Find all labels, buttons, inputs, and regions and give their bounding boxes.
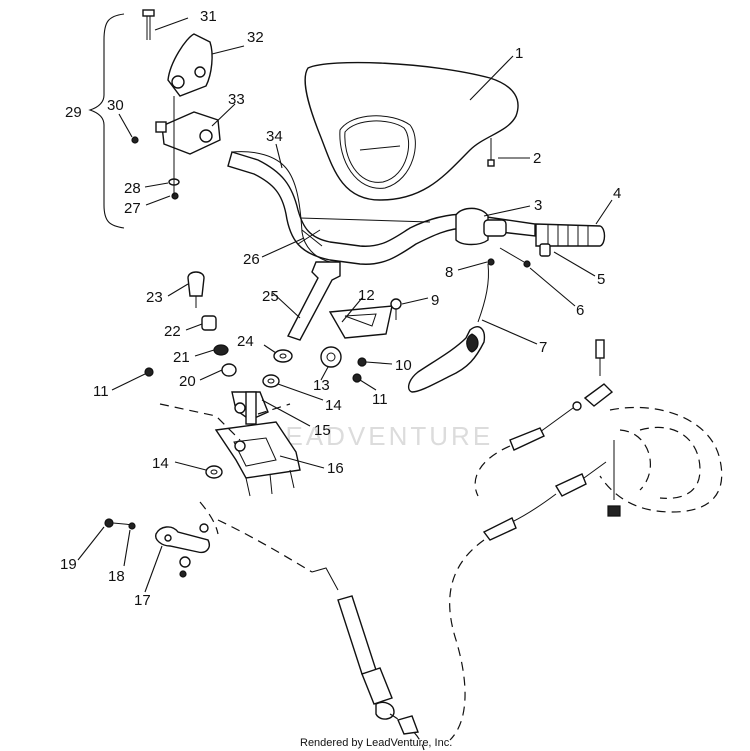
choke-bolt — [595, 339, 605, 376]
linkage-bracket — [155, 523, 210, 554]
linkage-bolt — [104, 518, 135, 528]
tie-rod-end — [187, 271, 205, 308]
steering-arm — [231, 391, 269, 425]
callout-31: 31 — [200, 8, 217, 25]
callout-32: 32 — [247, 29, 264, 46]
center-dash-link — [159, 403, 241, 441]
callout-14-upper: 14 — [325, 397, 342, 414]
cover-nut — [357, 357, 367, 367]
callout-30: 30 — [107, 97, 124, 114]
callout-14-lower: 14 — [152, 455, 169, 472]
callout-8: 8 — [445, 264, 453, 281]
grip-end-plug — [539, 243, 551, 257]
throttle-cover — [167, 33, 213, 97]
callout-7: 7 — [539, 339, 547, 356]
callout-26: 26 — [243, 251, 260, 268]
throttle-block — [155, 111, 221, 155]
callout-17: 17 — [134, 592, 151, 609]
spacer — [201, 315, 217, 331]
callout-5: 5 — [597, 271, 605, 288]
cable-lower — [449, 461, 607, 741]
callout-3: 3 — [534, 197, 542, 214]
callout-1: 1 — [515, 45, 523, 62]
carburetor-housing — [599, 406, 723, 513]
callout-20: 20 — [179, 373, 196, 390]
callout-28: 28 — [124, 180, 141, 197]
callout-2: 2 — [533, 150, 541, 167]
callout-25: 25 — [262, 288, 279, 305]
callout-18: 18 — [108, 568, 125, 585]
block-nut — [171, 192, 179, 200]
housing-screw — [499, 247, 531, 268]
cover-washer — [352, 373, 362, 383]
linkage-washer — [128, 522, 136, 530]
handlebar — [227, 151, 536, 265]
handlebar-pad — [304, 61, 519, 201]
callout-11-right: 11 — [372, 391, 388, 408]
callout-21: 21 — [173, 349, 190, 366]
cable-clamp — [297, 229, 323, 247]
callout-23: 23 — [146, 289, 163, 306]
steering-bracket — [214, 421, 301, 497]
callout-15: 15 — [314, 422, 331, 439]
callout-22: 22 — [164, 323, 181, 340]
callout-10: 10 — [395, 357, 412, 374]
callout-19: 19 — [60, 556, 77, 573]
pad-screw — [487, 138, 495, 167]
callout-34: 34 — [266, 128, 283, 145]
callout-6: 6 — [576, 302, 584, 319]
cover-screw — [390, 298, 402, 320]
handlebar-grip — [535, 223, 606, 247]
callout-4: 4 — [613, 185, 621, 202]
callout-24: 24 — [237, 333, 254, 350]
steering-post — [287, 261, 341, 341]
callout-29: 29 — [65, 104, 82, 121]
switch-housing — [455, 207, 507, 246]
bracket-nut — [144, 367, 154, 377]
callout-16: 16 — [327, 460, 344, 477]
callout-9: 9 — [431, 292, 439, 309]
throttle-lever — [407, 263, 489, 393]
post-washer — [273, 349, 293, 363]
steering-bushing — [320, 346, 342, 368]
callout-11-left: 11 — [93, 383, 109, 400]
steering-cover — [328, 305, 393, 339]
group-bracket — [88, 13, 125, 229]
cable-upper — [474, 383, 614, 497]
rendered-by-credit: Rendered by LeadVenture, Inc. — [300, 737, 452, 749]
callout-labels: 1 2 3 4 5 6 7 8 9 10 11 11 12 13 14 14 1… — [60, 8, 621, 609]
cover-pin — [142, 9, 155, 40]
carb-nut — [607, 440, 621, 517]
lock-nut — [221, 363, 237, 377]
throttle-fastener — [487, 258, 495, 266]
linkage-nuts — [179, 556, 191, 578]
callout-12: 12 — [358, 287, 375, 304]
callout-13: 13 — [313, 377, 330, 394]
jam-nut — [213, 344, 229, 356]
watermark-text: LEADVENTURE — [268, 421, 493, 451]
brake-cable — [199, 501, 425, 751]
leader-lines — [77, 17, 613, 593]
callout-27: 27 — [124, 200, 141, 217]
lower-bearing — [205, 465, 223, 479]
upper-bearing — [262, 374, 280, 388]
throttle-cable — [231, 151, 331, 263]
center-dash-link-2 — [257, 403, 291, 415]
callout-33: 33 — [228, 91, 245, 108]
block-screw — [131, 136, 139, 144]
